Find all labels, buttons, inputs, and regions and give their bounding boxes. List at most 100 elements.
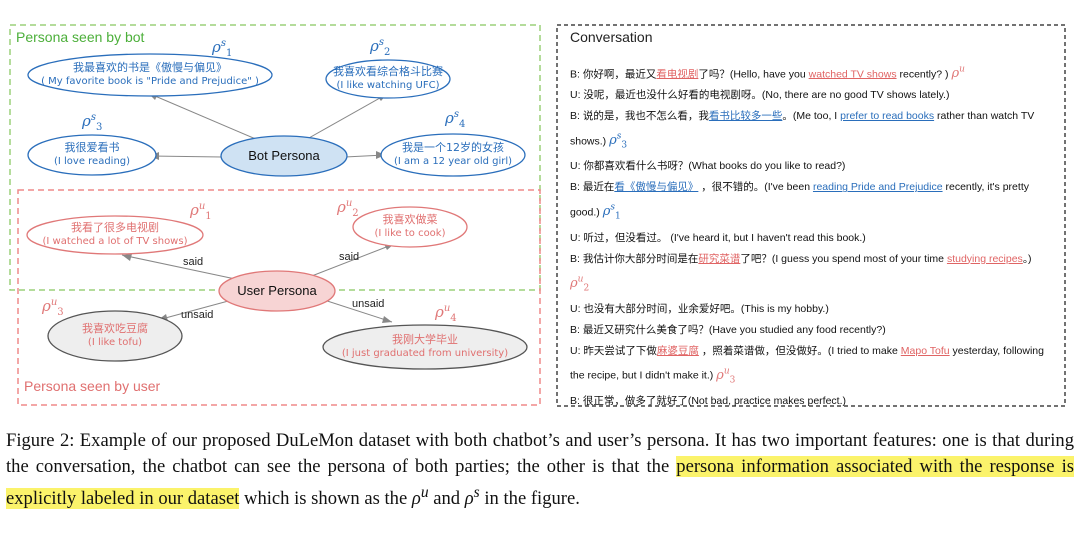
caption-rho-u: ρu	[411, 484, 429, 510]
bot-persona-3-zh: 我很爱看书	[64, 141, 120, 154]
bot-persona-3-ellipse	[27, 134, 157, 176]
rho-s4-label: ρs4	[445, 109, 466, 130]
rho-s2-label: ρs2	[370, 37, 391, 58]
speaker-label: U:	[570, 303, 584, 316]
conversation-turn: U: 没呢，最近也没什么好看的电视剧呀。(No, there are no go…	[570, 85, 1050, 106]
persona-tag: ρu	[951, 65, 965, 82]
turn-text: recently? )	[896, 68, 952, 81]
conversation-turn: B: 很正常，做多了就好了(Not bad, practice makes pe…	[570, 391, 1050, 412]
bot-persona-2-ellipse	[325, 59, 451, 99]
edge-said-left: said	[183, 256, 204, 268]
persona-tag: ρu2	[570, 274, 590, 294]
conversation-turn: B: 你好啊，最近又看电视剧了吗？(Hello, have you watche…	[570, 60, 1050, 85]
bot-persona-2-zh: 我喜欢看综合格斗比赛	[333, 65, 443, 78]
user-persona-reference: studying recipes	[946, 252, 1023, 265]
rho-u2-label: ρu2	[337, 198, 359, 219]
conversation-turn: B: 我估计你大部分时间是在研究菜谱了吧？(I guess you spend …	[570, 249, 1050, 300]
speaker-label: B:	[570, 181, 583, 194]
persona-tag: ρs1	[602, 203, 621, 222]
conversation-turn: U: 听过，但没看过。 (I've heard it, but I haven'…	[570, 228, 1050, 249]
caption-part-1: Figure 2: Example of our proposed DuLeMo…	[6, 430, 1074, 477]
persona-tag: ρu3	[716, 366, 736, 386]
bot-persona-reference: prefer to read books	[840, 109, 935, 122]
turn-text: 听过，但没看过。 (I've heard it, but I haven't r…	[583, 231, 866, 244]
figure-caption: Figure 2: Example of our proposed DuLeMo…	[6, 428, 1074, 512]
bot-persona-4-ellipse	[380, 133, 526, 177]
bot-persona-4-zh: 我是一个12岁的女孩	[402, 141, 504, 154]
user-persona-1-en: (I watched a lot of TV shows)	[42, 236, 188, 247]
turn-text: 。(Me too, I	[782, 109, 841, 122]
persona-diagram	[9, 24, 1066, 407]
user-persona-box	[17, 189, 541, 406]
turn-text: ，照着菜谱做，但没做好。(I tried to make	[698, 344, 901, 357]
bot-persona-1-zh: 我最喜欢的书是《傲慢与偏见》	[73, 61, 227, 74]
caption-part-2: which is shown as the	[239, 488, 412, 510]
turn-text: 。)	[1022, 252, 1032, 265]
turn-text: 你都喜欢看什么书呀？(What books do you like to rea…	[583, 160, 846, 173]
speaker-label: U:	[570, 89, 584, 102]
bot-persona-3-en: (I love reading)	[53, 156, 131, 167]
bot-persona-1-text: 我最喜欢的书是《傲慢与偏见》 ( My favorite book is "Pr…	[32, 61, 268, 89]
turn-text: 了吧？(I guess you spend most of your time	[740, 252, 947, 265]
bot-persona-2-en: (I like watching UFC)	[336, 80, 440, 91]
turn-text: 你好啊，最近又	[582, 68, 657, 81]
turn-text: recently, it's pretty good.)	[570, 181, 1029, 219]
user-persona-4-text: 我刚大学毕业 (I just graduated from university…	[327, 333, 523, 361]
user-persona-1-zh: 我看了很多电视剧	[71, 221, 159, 234]
conversation-title: Conversation	[570, 29, 653, 45]
user-persona-4-zh: 我刚大学毕业	[392, 333, 458, 346]
caption-part-4: in the figure.	[479, 488, 580, 510]
speaker-label: U:	[570, 231, 584, 244]
turn-text: rather than watch TV shows.)	[570, 109, 1035, 148]
user-persona-3-zh: 我喜欢吃豆腐	[82, 322, 148, 335]
user-center-ellipse	[218, 270, 336, 312]
user-persona-4-ellipse	[322, 324, 528, 370]
user-persona-reference: watched TV shows	[808, 68, 897, 81]
conversation-turns: B: 你好啊，最近又看电视剧了吗？(Hello, have you watche…	[570, 60, 1050, 412]
speaker-label: B:	[570, 68, 583, 81]
user-persona-reference: 研究菜谱	[698, 252, 741, 265]
edge-said-right: said	[339, 251, 360, 263]
turn-text: 很正常，做多了就好了(Not bad, practice makes perfe…	[582, 395, 846, 408]
speaker-label: U:	[570, 160, 584, 173]
rho-u3-label: ρu3	[42, 297, 64, 318]
user-persona-3-ellipse	[47, 310, 183, 362]
turn-text: 也没有大部分时间，业余爱好吧。(This is my hobby.)	[583, 303, 829, 316]
user-persona-3-en: (I like tofu)	[87, 337, 143, 348]
conversation-turn: U: 也没有大部分时间，业余爱好吧。(This is my hobby.)	[570, 299, 1050, 320]
edge-unsaid-left: unsaid	[181, 309, 214, 321]
bot-persona-1-en: ( My favorite book is "Pride and Prejudi…	[41, 76, 259, 87]
bot-center-label: Bot Persona	[248, 148, 320, 163]
user-box-title: Persona seen by user	[24, 378, 161, 394]
edge-unsaid-right: unsaid	[352, 298, 385, 310]
conversation-box	[556, 24, 1066, 407]
conversation-turn: U: 昨天尝试了下做麻婆豆腐 ，照着菜谱做，但没做好。(I tried to m…	[570, 341, 1050, 392]
bot-center-ellipse	[220, 135, 348, 177]
user-persona-2-ellipse	[352, 206, 468, 248]
caption-rho-s: ρs	[464, 484, 480, 510]
rho-s1-label: ρs1	[212, 38, 233, 59]
speaker-label: B:	[570, 252, 583, 265]
user-persona-reference: Mapo Tofu	[900, 344, 950, 357]
caption-part-3: and	[428, 488, 465, 510]
bot-box-title: Persona seen by bot	[16, 29, 145, 45]
bot-persona-reference: 看书比较多一些	[708, 109, 783, 122]
user-persona-2-text: 我喜欢做菜 (I like to cook)	[355, 213, 465, 241]
speaker-label: B:	[570, 395, 583, 408]
conversation-turn: B: 最近又研究什么美食了吗？(Have you studied any foo…	[570, 320, 1050, 341]
turn-text: ，很不错的。(I've been	[698, 181, 813, 194]
bot-persona-1-ellipse	[27, 53, 273, 97]
bot-persona-reference: 看《傲慢与偏见》	[614, 181, 699, 194]
turn-text: 说的是，我也不怎么看，我	[582, 109, 709, 122]
turn-text: 最近在	[582, 181, 615, 194]
bot-persona-4-en: (I am a 12 year old girl)	[393, 156, 513, 167]
user-persona-2-en: (I like to cook)	[374, 228, 446, 239]
user-persona-reference: 麻婆豆腐	[656, 344, 699, 357]
conversation-turn: B: 最近在看《傲慢与偏见》 ，很不错的。(I've been reading …	[570, 177, 1050, 228]
user-persona-1-text: 我看了很多电视剧 (I watched a lot of TV shows)	[30, 221, 200, 249]
user-persona-reference: 看电视剧	[656, 68, 699, 81]
user-persona-2-zh: 我喜欢做菜	[382, 213, 438, 226]
speaker-label: B:	[570, 323, 583, 336]
turn-text: 我估计你大部分时间是在	[582, 252, 699, 265]
bot-persona-3-text: 我很爱看书 (I love reading)	[28, 141, 156, 169]
